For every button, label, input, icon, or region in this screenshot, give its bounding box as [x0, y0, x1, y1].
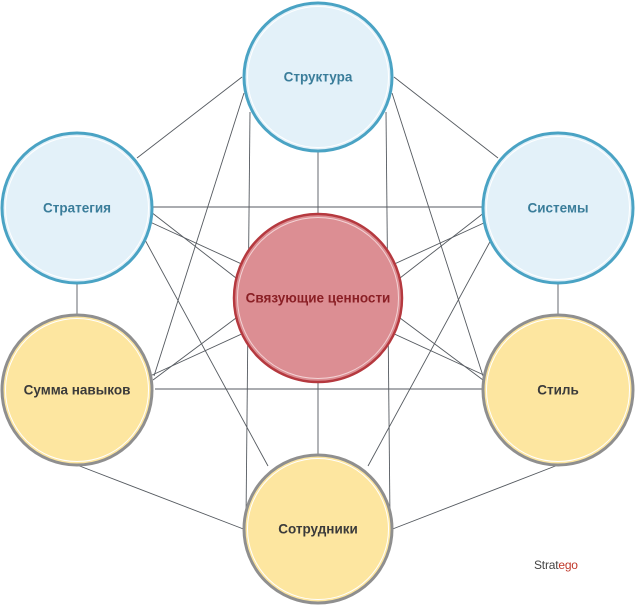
- node-style-label: Стиль: [537, 383, 579, 398]
- node-structure-label: Структура: [284, 70, 353, 85]
- node-skills-circle: [0, 313, 154, 467]
- edge-style-center: [399, 317, 484, 381]
- node-strategy-ring: [5, 136, 149, 280]
- edge-structure-strategy: [136, 76, 243, 159]
- logo-accent: ego: [558, 558, 578, 572]
- edge-structure-style: [391, 92, 484, 377]
- node-structure-ring: [247, 6, 389, 148]
- edge-systems-staff: [367, 237, 493, 467]
- node-center-circle: [232, 212, 404, 384]
- node-center: Связующие ценности: [232, 212, 404, 384]
- node-style-ring: [486, 318, 630, 462]
- node-staff-circle: [242, 453, 394, 605]
- edge-structure-skills: [153, 92, 245, 377]
- node-skills-label: Сумма навыков: [24, 383, 131, 398]
- node-structure: Структура: [242, 1, 394, 153]
- node-strategy: Стратегия: [0, 131, 154, 285]
- node-systems-label: Системы: [527, 201, 588, 216]
- stratego-logo: Stratego: [534, 558, 578, 572]
- node-structure-circle: [242, 1, 394, 153]
- edge-strategy-center: [150, 211, 237, 279]
- logo-prefix: Strat: [534, 558, 559, 572]
- node-center-ring: [237, 217, 399, 379]
- node-strategy-circle: [0, 131, 154, 285]
- node-skills-ring: [5, 318, 149, 462]
- node-center-label: Связующие ценности: [246, 291, 391, 306]
- node-systems-ring: [486, 136, 630, 280]
- node-staff-label: Сотрудники: [278, 522, 358, 537]
- node-systems-circle: [481, 131, 635, 285]
- edge-systems-center: [399, 211, 486, 279]
- edge-structure-systems: [393, 76, 499, 159]
- edge-skills-staff: [76, 464, 247, 531]
- edge-skills-center: [152, 317, 237, 381]
- node-strategy-label: Стратегия: [43, 201, 111, 216]
- node-style: Стиль: [481, 313, 635, 467]
- node-staff: Сотрудники: [242, 453, 394, 605]
- node-skills: Сумма навыков: [0, 313, 154, 467]
- node-systems: Системы: [481, 131, 635, 285]
- edge-style-staff: [389, 464, 559, 531]
- node-staff-ring: [247, 458, 389, 600]
- edge-strategy-staff: [143, 237, 269, 467]
- node-style-circle: [481, 313, 635, 467]
